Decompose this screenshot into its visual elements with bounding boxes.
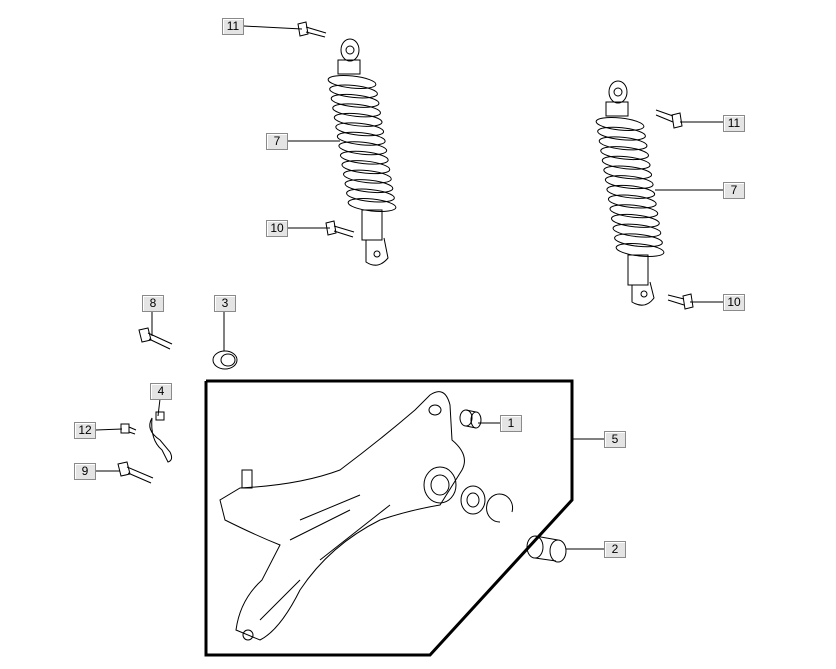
spring-coil	[604, 175, 654, 190]
spring-coil	[600, 146, 649, 161]
bolt-8	[138, 327, 173, 350]
callout-10-right[interactable]: 10	[723, 294, 745, 311]
bolt-12	[120, 423, 137, 435]
spring-coil	[339, 150, 389, 165]
spring-coil	[333, 112, 383, 127]
bolt-11-right	[655, 109, 683, 129]
spring-coil	[341, 160, 391, 175]
spring-coil	[336, 131, 386, 146]
spring-coil	[612, 223, 662, 238]
bushing-1	[459, 409, 482, 429]
bolt-11-left	[297, 21, 327, 38]
spring-coil	[598, 136, 648, 151]
spring-coil	[347, 198, 397, 212]
callout-4[interactable]: 4	[150, 383, 172, 400]
callout-12[interactable]: 12	[74, 422, 96, 439]
spring-coil	[607, 194, 657, 209]
bolt-10-left	[325, 220, 355, 238]
callout-1[interactable]: 1	[500, 415, 522, 432]
circlip	[486, 493, 514, 523]
spring-coil	[343, 169, 392, 184]
spacer-2	[526, 535, 567, 563]
spring-coil	[335, 122, 385, 137]
callout-7-left[interactable]: 7	[266, 133, 288, 150]
spring-coil	[614, 233, 663, 248]
spring-coil	[603, 165, 653, 180]
shock-absorber-right	[595, 80, 665, 306]
bolt-10-right	[667, 293, 694, 310]
spring-coil	[338, 141, 388, 156]
callout-5[interactable]: 5	[604, 431, 626, 448]
bracket-4	[149, 411, 173, 463]
bolt-9	[117, 461, 154, 484]
spring-coil	[615, 243, 665, 257]
assembly-frame	[204, 379, 574, 657]
callout-9[interactable]: 9	[74, 463, 96, 480]
spring-coil	[330, 93, 380, 108]
callout-11-right[interactable]: 11	[723, 115, 745, 132]
callout-7-right[interactable]: 7	[723, 182, 745, 199]
swing-arm-5	[219, 391, 465, 641]
callout-2[interactable]: 2	[604, 541, 626, 558]
spring-coil	[609, 204, 659, 219]
spring-coil	[329, 84, 378, 99]
shock-absorber-left	[327, 38, 397, 266]
spring-coil	[595, 117, 645, 131]
spring-coil	[327, 75, 377, 89]
spring-coil	[597, 126, 646, 141]
spring-coil	[332, 103, 381, 118]
spring-coil	[606, 184, 656, 199]
spring-coil	[601, 155, 651, 170]
bushing-3	[212, 350, 238, 370]
bearing	[460, 485, 486, 515]
callout-8[interactable]: 8	[142, 295, 164, 312]
callout-10-left[interactable]: 10	[266, 220, 288, 237]
spring-coil	[611, 213, 660, 228]
spring-coil	[344, 179, 394, 194]
leader-lines	[95, 25, 723, 550]
callout-3[interactable]: 3	[214, 295, 236, 312]
callout-11-left[interactable]: 11	[222, 18, 244, 35]
spring-coil	[346, 188, 395, 203]
